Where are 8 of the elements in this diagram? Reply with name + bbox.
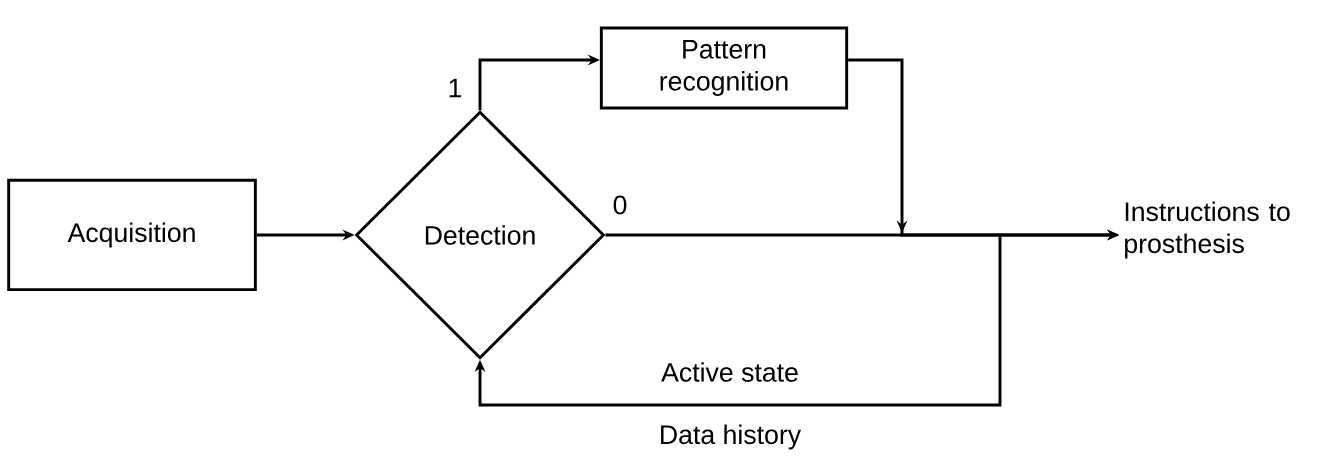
line-label: Data history	[661, 424, 802, 450]
process-box: Acquisition	[7, 178, 257, 292]
edge-label: 1	[449, 78, 462, 98]
edge-label: 0	[613, 195, 627, 215]
edge-label: Active state	[661, 362, 798, 382]
output-text: Instructions to prosthesis	[1125, 201, 1290, 259]
arrow	[474, 235, 1002, 407]
process-box: Pattern recognition	[599, 26, 849, 110]
